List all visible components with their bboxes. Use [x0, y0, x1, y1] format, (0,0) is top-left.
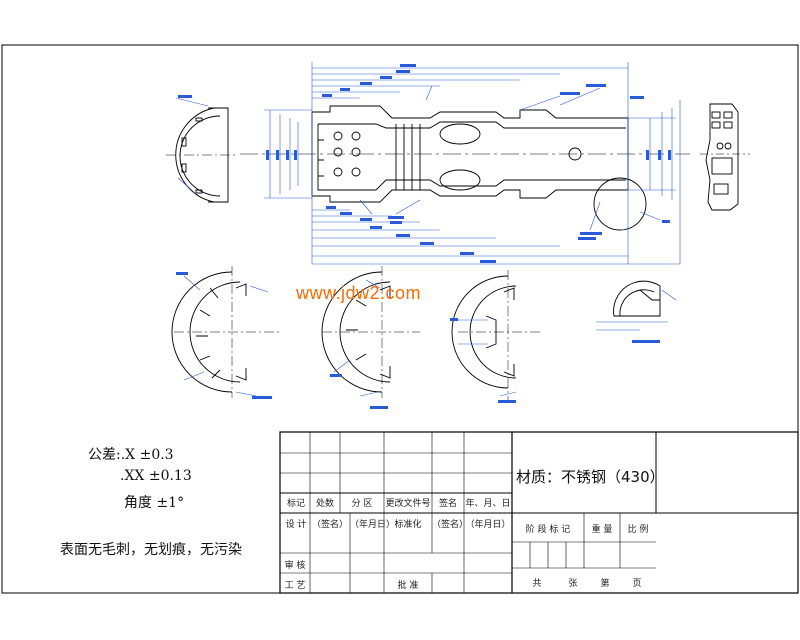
- section-view-a: [171, 271, 247, 393]
- tb-number: 第: [600, 579, 610, 589]
- right-side-view: [705, 103, 739, 211]
- tb-design: 设 计: [285, 520, 307, 530]
- tb-std-sign: （签名）: [432, 520, 469, 530]
- surface-requirement: 表面无毛刺，无划痕，无污染: [60, 542, 242, 558]
- tb-sheets: 张: [568, 579, 578, 589]
- tb-weight: 重 量: [591, 525, 613, 535]
- tb-zone: 分 区: [351, 499, 373, 509]
- left-end-dims: [175, 97, 209, 195]
- tb-signature: 签名: [438, 499, 457, 509]
- watermark-text: www.jdw2.com: [296, 283, 422, 303]
- material-label: 材质：不锈钢（430）: [516, 468, 665, 486]
- detail-dims: [596, 289, 677, 331]
- tolerance-linear-2: .XX ±0.13: [120, 468, 192, 484]
- tb-page: 页: [632, 579, 642, 589]
- tb-count: 处数: [315, 499, 334, 509]
- main-view: [311, 105, 647, 231]
- tb-date: 年、月、日: [465, 499, 511, 509]
- section-a-dims: [183, 275, 269, 397]
- left-end-view: [175, 107, 229, 203]
- tb-scale: 比 例: [627, 525, 649, 535]
- tb-review: 审 核: [284, 561, 306, 571]
- tb-change-doc: 更改文件号: [385, 499, 431, 509]
- tb-stage-mark: 阶 段 标 记: [525, 525, 571, 535]
- title-block-grid: [279, 431, 799, 594]
- tolerance-linear-1: 公差:.X ±0.3: [88, 447, 174, 463]
- detail-view: [613, 280, 661, 317]
- tb-design-sign: （签名）: [311, 520, 348, 530]
- tb-standardize: 标准化: [394, 520, 422, 530]
- tb-approve: 批 准: [397, 581, 419, 591]
- section-b-dims: [333, 279, 381, 397]
- section-c-dims: [458, 319, 517, 397]
- dimension-lines: [264, 62, 681, 265]
- tb-mark: 标记: [286, 499, 305, 509]
- tb-process: 工 艺: [284, 581, 306, 591]
- dimension-annotations: [266, 64, 671, 263]
- tolerance-angle: 角度 ±1°: [124, 495, 185, 511]
- tb-total: 共: [532, 579, 542, 589]
- tb-design-date: （年月日）: [350, 520, 396, 530]
- tb-std-date: （年月日）: [465, 520, 511, 530]
